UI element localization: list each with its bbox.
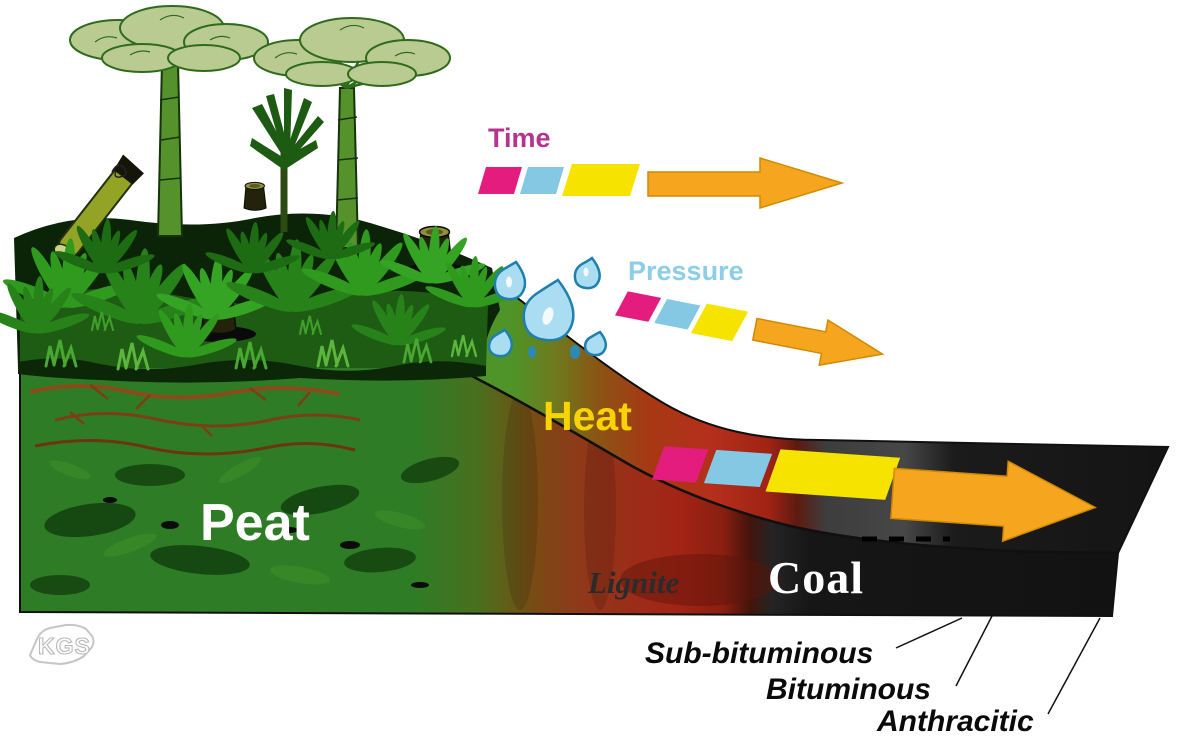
kentucky-outline-icon	[28, 623, 95, 666]
pressure-segment-blue	[654, 298, 701, 330]
rank-leader-lines	[895, 615, 1101, 715]
soil-fringe	[18, 358, 486, 383]
pressure-segment-pink	[614, 291, 662, 322]
label-pressure: Pressure	[628, 256, 744, 286]
heat-segment-blue	[703, 449, 773, 488]
tree-stump	[243, 181, 267, 211]
time-arrow	[478, 156, 845, 210]
fold-line	[451, 364, 1119, 555]
spiky-plant	[250, 88, 324, 232]
heat-segment-pink	[652, 446, 709, 483]
label-anthracitic: Anthracitic	[876, 705, 1034, 736]
canopy-tree-right	[253, 17, 451, 249]
water-droplets-icon	[487, 256, 608, 359]
label-lignite: Lignite	[587, 565, 680, 600]
label-sub-bituminous: Sub-bituminous	[645, 637, 873, 670]
label-peat: Peat	[200, 494, 310, 552]
heat-arrow	[652, 446, 1098, 543]
canopy-tree-left	[69, 5, 269, 237]
label-heat: Heat	[543, 393, 632, 439]
kgs-logo-text: KGS	[38, 633, 91, 659]
time-segment-blue	[520, 167, 564, 194]
pressure-segment-yellow	[690, 303, 749, 342]
label-bituminous: Bituminous	[766, 673, 931, 706]
time-arrow-head	[647, 156, 845, 210]
label-coal: Coal	[768, 552, 864, 603]
kgs-logo: KGS	[28, 623, 95, 666]
pressure-arrow	[614, 291, 885, 367]
heat-segment-yellow	[765, 449, 901, 500]
label-time: Time	[488, 123, 551, 153]
peat-texture	[29, 384, 780, 610]
insect-squiggle	[111, 164, 127, 178]
time-segment-yellow	[562, 164, 640, 196]
pressure-arrow-head	[751, 317, 885, 367]
time-segment-pink	[478, 167, 522, 194]
swamp-vegetation	[0, 5, 522, 383]
heat-arrow-head	[890, 460, 1098, 543]
